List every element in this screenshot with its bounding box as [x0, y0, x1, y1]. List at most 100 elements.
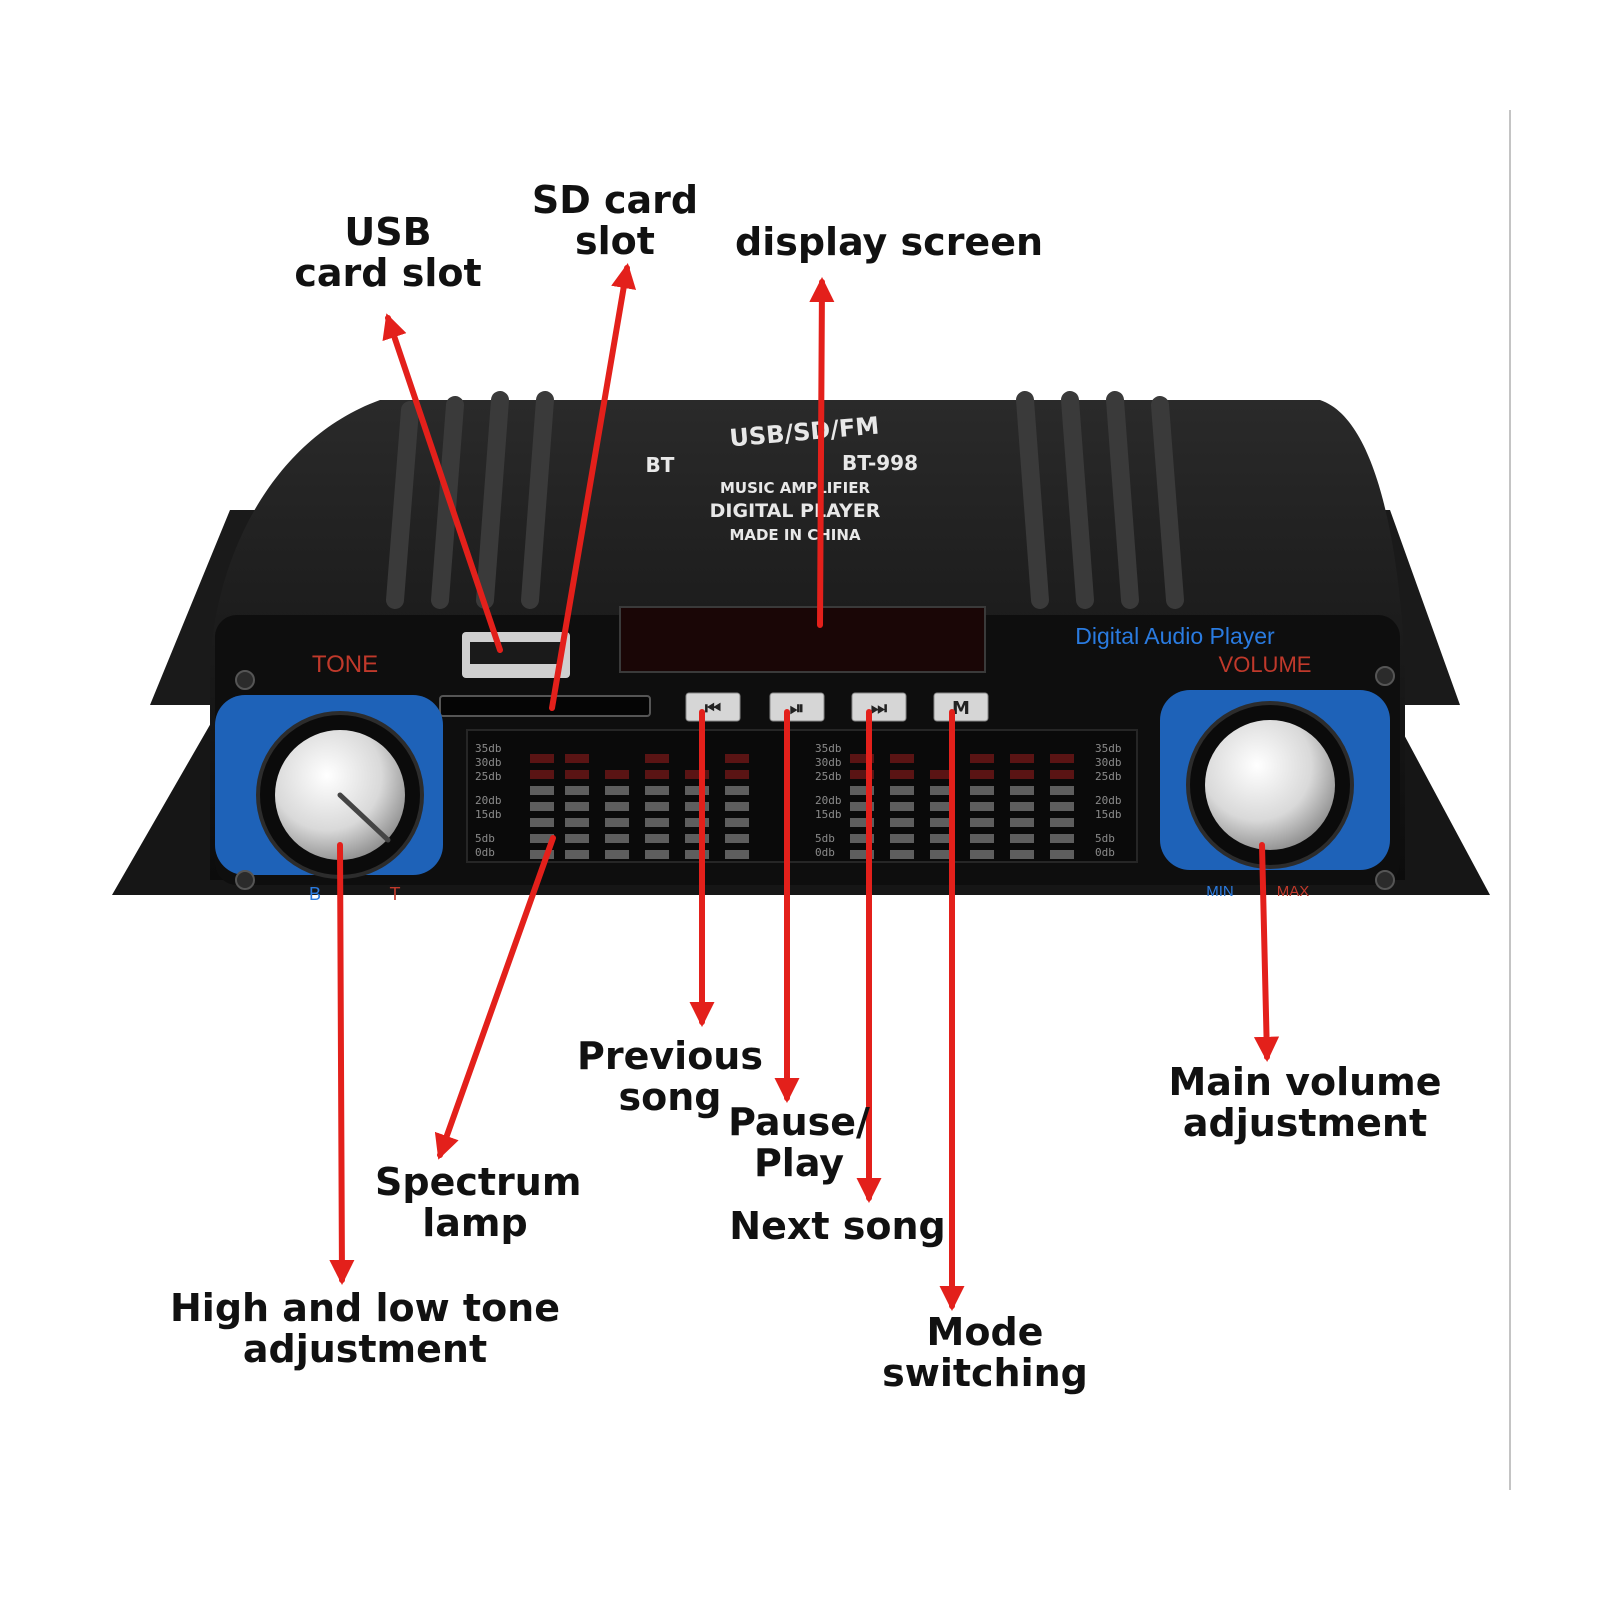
spectrum-segment	[850, 786, 874, 795]
db-label: 30db	[815, 756, 842, 769]
spectrum-segment	[530, 834, 554, 843]
spectrum-segment	[970, 834, 994, 843]
spectrum-segment	[930, 802, 954, 811]
spectrum-segment	[530, 818, 554, 827]
spectrum-segment	[530, 786, 554, 795]
next-button[interactable]: ⏭	[851, 692, 907, 722]
top-print-text: BT-998	[842, 451, 918, 475]
callout-line: lamp	[422, 1201, 528, 1245]
callout-pause-play: Pause/ Play	[714, 1102, 884, 1184]
spectrum-segment	[970, 770, 994, 779]
callout-main-volume: Main volume adjustment	[1165, 1062, 1445, 1144]
spectrum-segment	[685, 834, 709, 843]
spectrum-segment	[970, 786, 994, 795]
callout-line: Spectrum	[375, 1160, 582, 1204]
spectrum-segment	[605, 786, 629, 795]
spectrum-segment	[565, 818, 589, 827]
tone-scale-t: T	[390, 884, 401, 904]
spectrum-segment	[1010, 802, 1034, 811]
spectrum-segment	[565, 850, 589, 859]
sd-card-slot[interactable]	[439, 695, 651, 717]
callout-line: Previous	[577, 1034, 763, 1078]
brand-label: Digital Audio Player	[1075, 623, 1275, 649]
spectrum-segment	[530, 802, 554, 811]
tone-knob[interactable]	[215, 695, 443, 879]
db-label: 25db	[815, 770, 842, 783]
callout-next-song: Next song	[725, 1206, 950, 1247]
spectrum-segment	[565, 802, 589, 811]
callout-line: slot	[575, 219, 655, 263]
callout-line: Pause/	[728, 1100, 870, 1144]
spectrum-segment	[850, 802, 874, 811]
callout-line: adjustment	[1182, 1101, 1428, 1145]
usb-port[interactable]	[462, 632, 570, 678]
spectrum-segment	[605, 802, 629, 811]
previous-icon: ⏮	[705, 698, 721, 719]
volume-knob[interactable]	[1160, 690, 1390, 870]
top-print-text: BT	[646, 453, 675, 477]
db-label: 35db	[475, 742, 502, 755]
spectrum-segment	[1050, 802, 1074, 811]
spectrum-segment	[565, 754, 589, 763]
spectrum-segment	[930, 850, 954, 859]
spectrum-segment	[645, 770, 669, 779]
callout-line: USB	[344, 210, 432, 254]
spectrum-segment	[970, 850, 994, 859]
callout-line: card slot	[294, 251, 482, 295]
volume-label: VOLUME	[1219, 652, 1312, 677]
top-print-text: MADE IN CHINA	[729, 526, 861, 544]
spectrum-segment	[685, 770, 709, 779]
db-label: 30db	[1095, 756, 1122, 769]
db-label: 20db	[475, 794, 502, 807]
callout-display-screen: display screen	[735, 220, 1044, 264]
db-label: 20db	[815, 794, 842, 807]
spectrum-segment	[1010, 818, 1034, 827]
screw	[235, 870, 255, 890]
spectrum-segment	[850, 834, 874, 843]
db-label: 15db	[1095, 808, 1122, 821]
spectrum-segment	[890, 850, 914, 859]
spectrum-segment	[1010, 850, 1034, 859]
callout-high-low-tone: High and low tone adjustment	[170, 1288, 560, 1370]
tone-label: TONE	[312, 651, 378, 678]
arrow-tone	[329, 842, 355, 1286]
spectrum-segment	[850, 818, 874, 827]
callout-line: Main volume	[1168, 1060, 1442, 1104]
spectrum-segment	[725, 754, 749, 763]
spectrum-lamp: 35db30db25db20db15db5db0db35db30db25db20…	[466, 729, 1138, 863]
previous-button[interactable]: ⏮	[685, 692, 741, 722]
spectrum-segment	[605, 850, 629, 859]
spectrum-segment	[930, 770, 954, 779]
screw	[235, 670, 255, 690]
play-pause-button[interactable]: ⏯	[769, 692, 825, 722]
tone-scale-b: B	[309, 884, 321, 904]
spectrum-segment	[1050, 754, 1074, 763]
spectrum-segment	[970, 802, 994, 811]
volume-scale-min: MIN	[1206, 883, 1234, 900]
spectrum-segment	[530, 754, 554, 763]
spectrum-segment	[685, 850, 709, 859]
callout-line: display screen	[735, 220, 1044, 264]
display-screen	[619, 606, 986, 673]
arrow-usb	[382, 313, 503, 653]
arrow-volume	[1253, 842, 1280, 1063]
spectrum-segment	[645, 850, 669, 859]
mode-button[interactable]: M	[933, 692, 989, 722]
spectrum-segment	[605, 818, 629, 827]
db-label: 35db	[1095, 742, 1122, 755]
spectrum-segment	[850, 770, 874, 779]
spectrum-segment	[930, 834, 954, 843]
play-pause-icon: ⏯	[790, 698, 804, 719]
spectrum-segment	[725, 834, 749, 843]
top-print-text: DIGITAL PLAYER	[710, 500, 881, 522]
callout-line: Next song	[729, 1204, 946, 1248]
arrow-display	[809, 276, 835, 628]
spectrum-segment	[725, 818, 749, 827]
spectrum-segment	[930, 818, 954, 827]
spectrum-segment	[850, 850, 874, 859]
db-label: 15db	[815, 808, 842, 821]
spectrum-segment	[685, 802, 709, 811]
spectrum-segment	[530, 850, 554, 859]
callout-line: SD card	[531, 178, 699, 222]
db-label: 15db	[475, 808, 502, 821]
